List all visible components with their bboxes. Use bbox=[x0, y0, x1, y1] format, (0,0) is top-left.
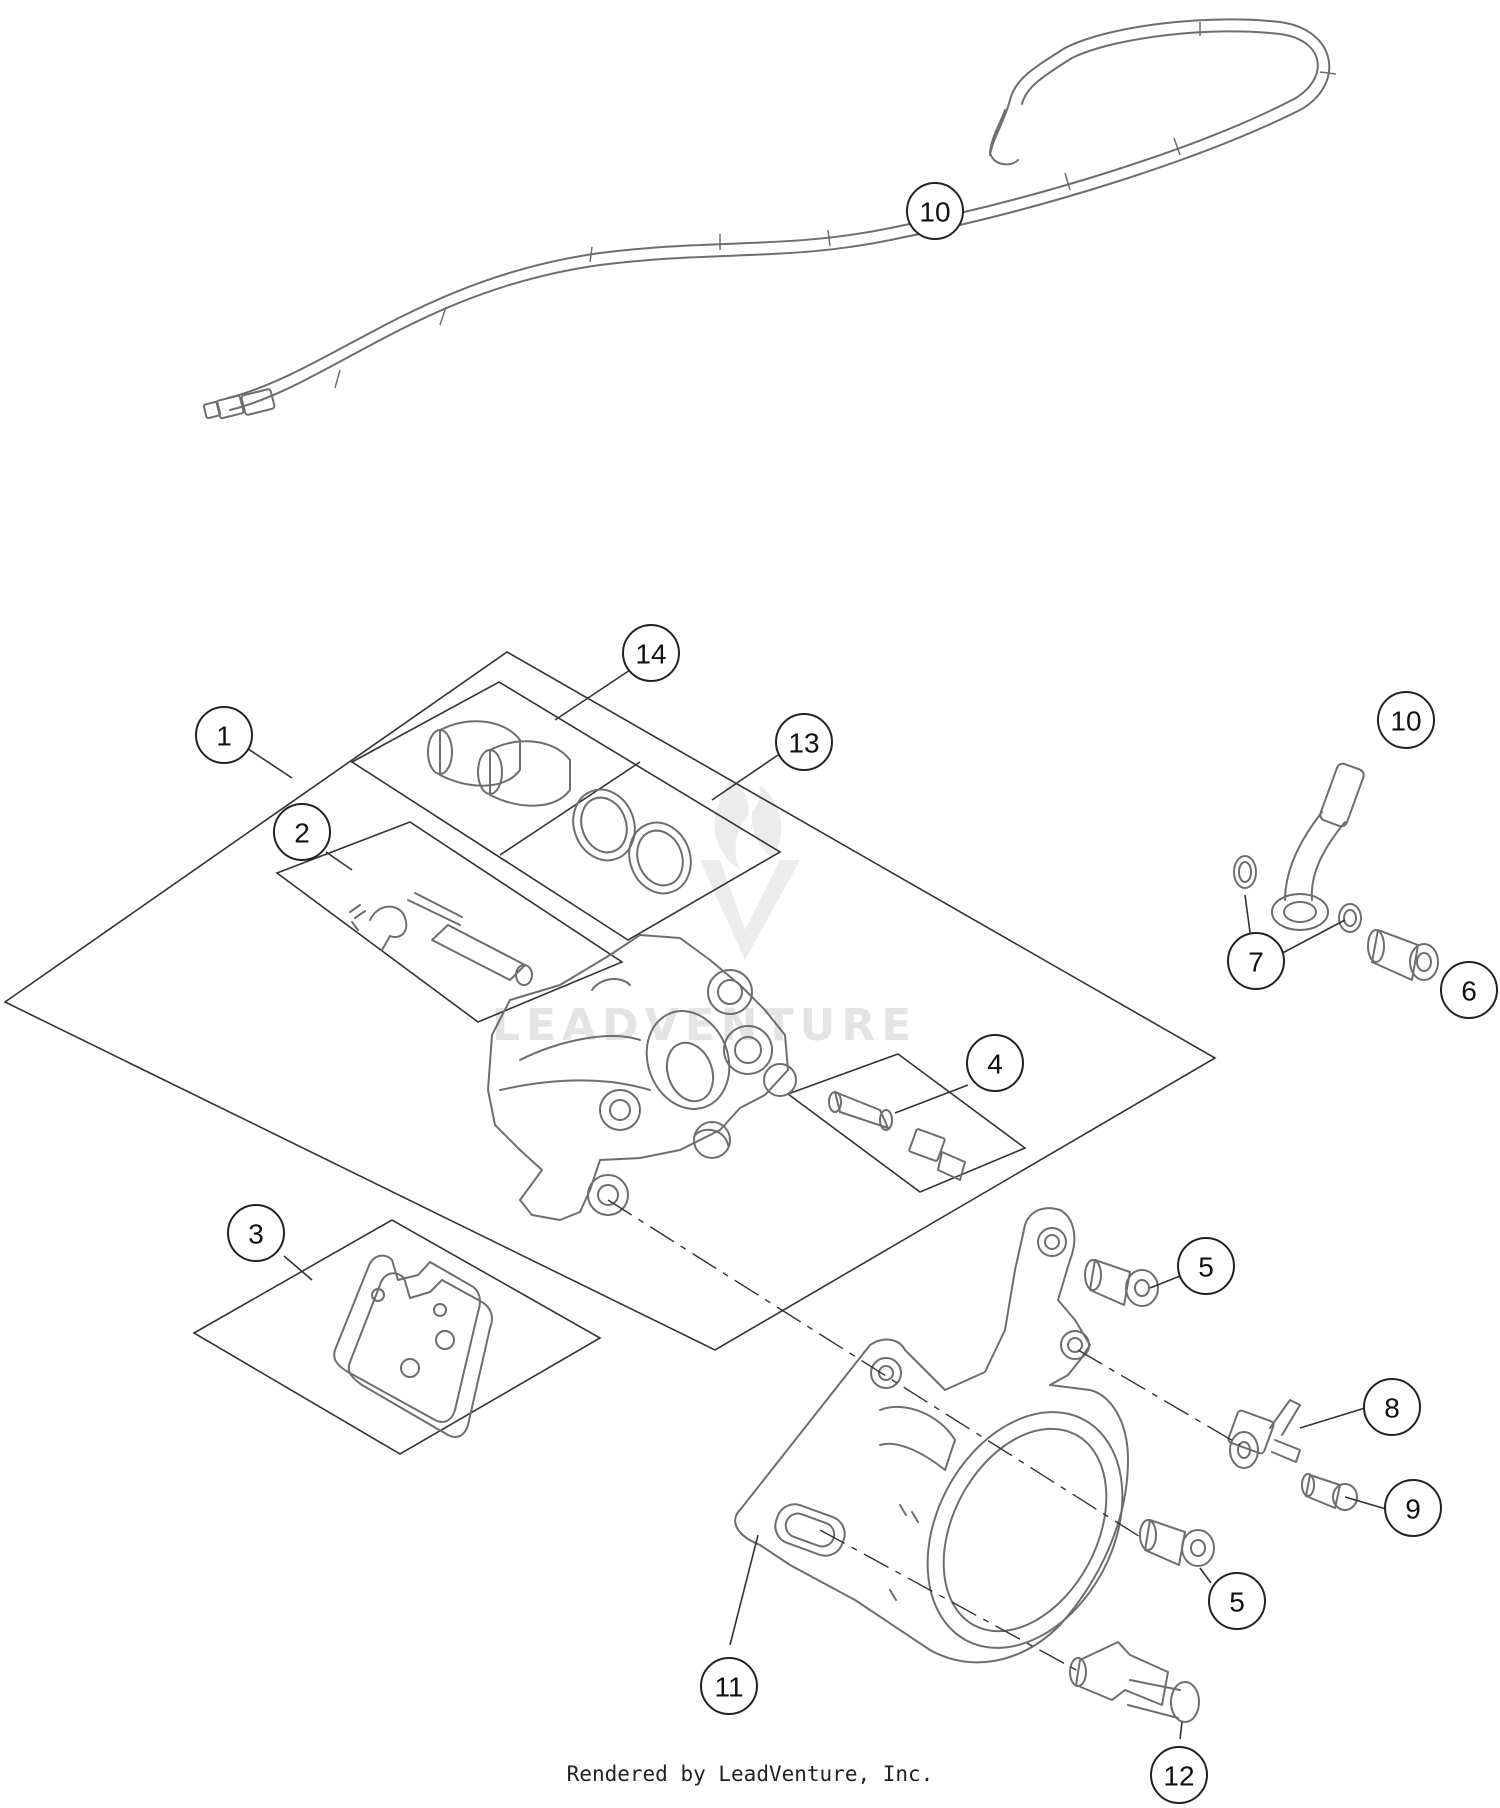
watermark: LEADVENTURE bbox=[492, 780, 917, 1051]
assembly-lines bbox=[607, 1199, 1241, 1673]
callout-label: 8 bbox=[1384, 1393, 1400, 1424]
callout-1: 1 bbox=[195, 706, 253, 764]
callout-7: 7 bbox=[1227, 932, 1285, 990]
pistons bbox=[427, 720, 571, 807]
callout-3: 3 bbox=[227, 1204, 285, 1262]
callout-12: 12 bbox=[1150, 1746, 1208, 1804]
bleed-screw bbox=[1301, 1473, 1358, 1511]
render-credit: Rendered by LeadVenture, Inc. bbox=[566, 1762, 934, 1786]
caliper-kit-frame bbox=[3, 651, 1217, 1351]
callout-4: 4 bbox=[966, 1034, 1024, 1092]
callout-label: 1 bbox=[216, 721, 232, 752]
pin-spring-frame bbox=[275, 821, 624, 1023]
watermark-flame-icon bbox=[714, 780, 782, 870]
watermark-text: LEADVENTURE bbox=[492, 1000, 917, 1051]
callout-label: 5 bbox=[1229, 1587, 1245, 1618]
caliper-bracket bbox=[734, 1207, 1129, 1664]
banjo-hose-end bbox=[1271, 762, 1365, 931]
callout-label: 9 bbox=[1405, 1494, 1421, 1525]
callout-label: 12 bbox=[1163, 1761, 1194, 1792]
brake-caliper bbox=[487, 934, 797, 1221]
callout-label: 4 bbox=[987, 1049, 1003, 1080]
callout-label: 13 bbox=[788, 728, 819, 759]
callout-14: 14 bbox=[622, 624, 680, 682]
callout-label: 2 bbox=[294, 818, 310, 849]
callout-label: 7 bbox=[1248, 947, 1264, 978]
callout-5-bottom: 5 bbox=[1208, 1572, 1266, 1630]
sealing-washers bbox=[1233, 855, 1362, 933]
callout-2: 2 bbox=[273, 803, 331, 861]
callout-label: 14 bbox=[635, 639, 666, 670]
watermark-chevron-icon bbox=[700, 860, 800, 960]
callout-label: 10 bbox=[919, 197, 950, 228]
callout-label: 3 bbox=[248, 1219, 264, 1250]
callout-11: 11 bbox=[700, 1657, 758, 1715]
banjo-bolt bbox=[1367, 929, 1439, 981]
callout-6: 6 bbox=[1440, 961, 1498, 1019]
callout-10-top: 10 bbox=[906, 182, 964, 240]
brake-hose bbox=[202, 18, 1337, 420]
piston-seal-frame bbox=[350, 681, 782, 941]
leader-lines bbox=[223, 669, 1387, 1740]
fitting-valve bbox=[1227, 1399, 1301, 1469]
callout-label: 5 bbox=[1198, 1252, 1214, 1283]
bleeder-valve bbox=[828, 1091, 966, 1181]
brake-pads bbox=[333, 1254, 493, 1438]
seals bbox=[572, 788, 692, 895]
callout-10-right: 10 bbox=[1377, 691, 1435, 749]
pin-spring-kit bbox=[349, 892, 533, 986]
caliper-bolt-upper bbox=[1084, 1259, 1159, 1307]
brake-pad-frame bbox=[192, 1219, 602, 1455]
callout-9: 9 bbox=[1384, 1479, 1442, 1537]
axle-pin bbox=[1069, 1641, 1200, 1723]
caliper-bolt-lower bbox=[1139, 1519, 1215, 1567]
callout-13: 13 bbox=[775, 713, 833, 771]
callout-label: 10 bbox=[1390, 706, 1421, 737]
callout-label: 6 bbox=[1461, 976, 1477, 1007]
callout-5-top: 5 bbox=[1177, 1237, 1235, 1295]
bleeder-frame bbox=[786, 1053, 1027, 1193]
callout-label: 11 bbox=[714, 1672, 743, 1703]
callout-8: 8 bbox=[1363, 1378, 1421, 1436]
